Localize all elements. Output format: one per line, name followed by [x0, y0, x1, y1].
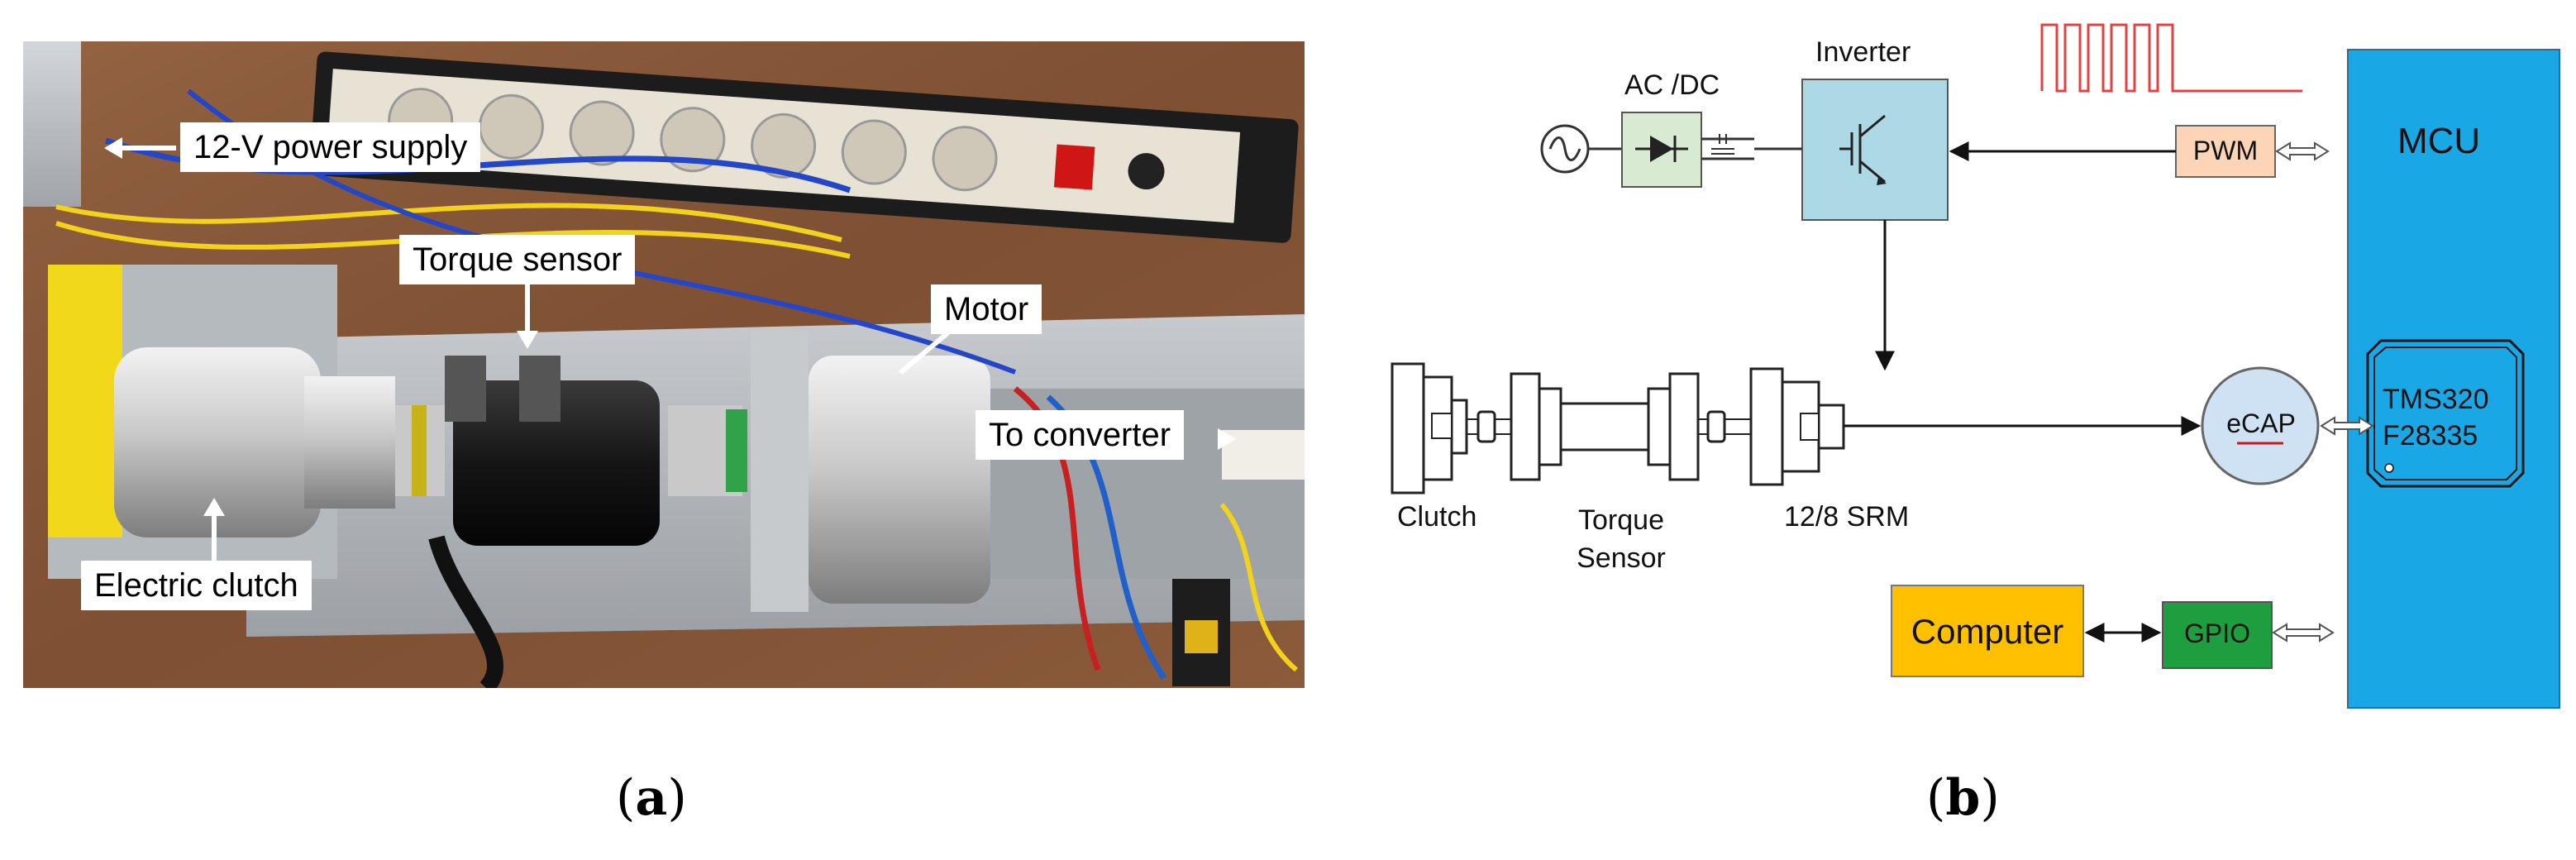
label-acdc: AC /DC — [1624, 69, 1720, 101]
sine-wave-icon — [1548, 136, 1581, 161]
arrow-torque-sensor — [525, 284, 530, 334]
callout-motor: Motor — [931, 284, 1042, 334]
arrowhead-electric-clutch — [203, 498, 225, 516]
inverter-block — [1801, 79, 1949, 221]
gpio-mcu-bus-arrow — [2272, 623, 2335, 643]
pwm-pulse-train — [2040, 23, 2302, 93]
caption-b: (b) — [1926, 769, 2000, 827]
label-inverter: Inverter — [1815, 36, 1911, 68]
clutch-icon — [1391, 362, 1468, 494]
label-chip-model: TMS320 — [2383, 384, 2489, 415]
ecap-mcu-bus-arrow — [2320, 416, 2374, 436]
label-gpio: GPIO — [2183, 619, 2250, 648]
arrow-power-supply — [118, 146, 176, 150]
arrowhead-torque-sensor — [517, 331, 538, 349]
test-bench-illustration — [23, 41, 1305, 688]
label-pwm: PWM — [2192, 136, 2259, 165]
computer-block — [1891, 585, 2084, 677]
label-ecap: eCAP — [2226, 408, 2296, 438]
dc-link-capacitor-icon — [1711, 134, 1734, 155]
arrow-electric-clutch — [212, 513, 217, 561]
ecap-block — [2201, 366, 2320, 485]
diode-icon — [1635, 136, 1688, 162]
callout-power-supply: 12-V power supply — [180, 122, 481, 172]
callout-electric-clutch: Electric clutch — [81, 561, 312, 610]
label-computer: Computer — [1911, 612, 2064, 651]
dsp-chip-icon — [2366, 339, 2525, 488]
pwm-mcu-bus-arrow — [2275, 141, 2330, 161]
caption-a-letter: a — [635, 769, 668, 827]
label-torque-sensor-line1: Torque — [1578, 504, 1664, 536]
arrowhead-power-supply — [104, 137, 122, 159]
label-clutch: Clutch — [1397, 501, 1477, 533]
caption-b-letter: b — [1945, 769, 1981, 827]
test-bench-photo: 12-V power supply Torque sensor Motor To… — [23, 41, 1305, 688]
callout-torque-sensor: Torque sensor — [399, 235, 636, 284]
label-chip-variant: F28335 — [2383, 420, 2478, 452]
callout-to-converter: To converter — [976, 410, 1185, 460]
torque-sensor-icon — [1510, 372, 1700, 481]
pwm-block — [2175, 125, 2276, 178]
srm-motor-icon — [1749, 367, 1845, 486]
label-torque-sensor-line2: Sensor — [1577, 542, 1666, 574]
gpio-block — [2162, 601, 2273, 669]
arrowhead-to-converter — [1218, 428, 1236, 450]
system-block-diagram — [1391, 23, 2560, 709]
caption-a: (a) — [616, 769, 687, 827]
label-mcu: MCU — [2397, 121, 2481, 161]
igbt-icon — [1839, 114, 1887, 185]
label-srm: 12/8 SRM — [1784, 501, 1910, 533]
